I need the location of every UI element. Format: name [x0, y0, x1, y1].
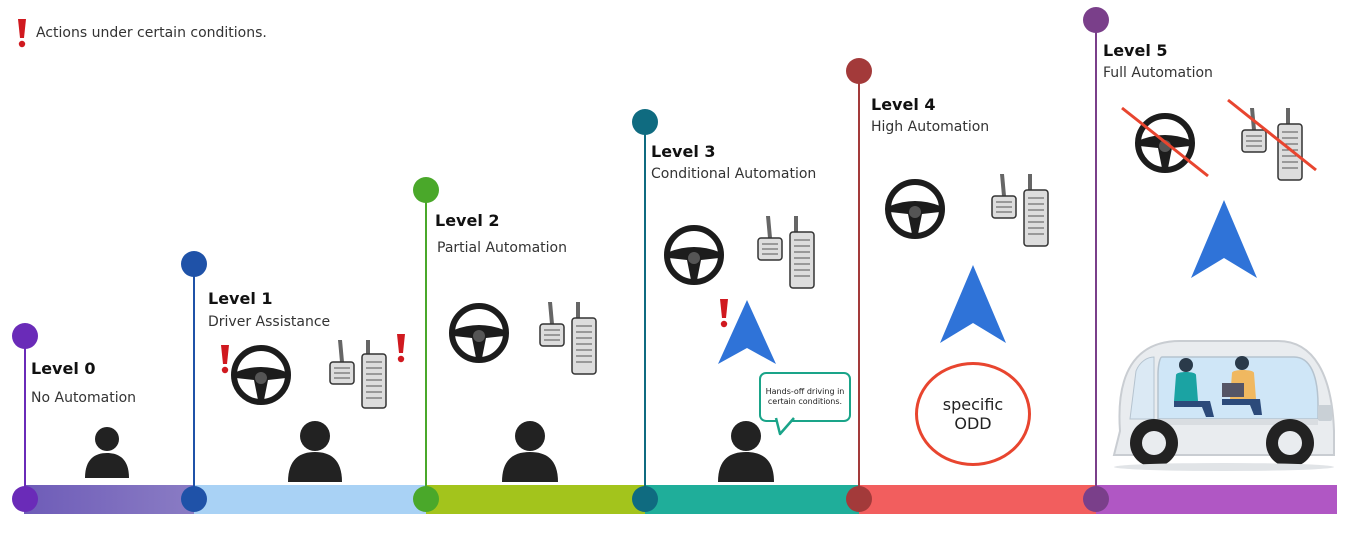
autonomous-vehicle-icon	[1112, 340, 1335, 471]
level-1-top-dot	[181, 251, 207, 277]
pedals-icon	[757, 216, 815, 289]
person-icon	[502, 421, 558, 482]
pedals-crossed-icon	[1227, 98, 1317, 181]
timeline-segment-level-3	[645, 485, 859, 514]
pedals-icon	[329, 340, 387, 409]
level-3-bottom-dot	[632, 486, 658, 512]
level-0-subtitle: No Automation	[31, 390, 137, 406]
steering-wheel-icon	[664, 225, 724, 285]
steering-wheel-icon	[231, 345, 291, 405]
bubble-tail-icon	[774, 417, 795, 436]
level-5-title: Level 5	[1103, 41, 1168, 60]
timeline-segment-level-2	[426, 485, 645, 514]
level-2-title: Level 2	[435, 211, 500, 230]
hands-off-bubble: Hands-off driving in certain conditions.	[759, 372, 851, 422]
level-2-bottom-dot	[413, 486, 439, 512]
level-4-subtitle: High Automation	[871, 119, 990, 135]
legend: Actions under certain conditions.	[16, 18, 267, 48]
level-1-title: Level 1	[208, 289, 273, 308]
timeline-segment-level-0	[24, 485, 194, 514]
level-0-title: Level 0	[31, 359, 96, 378]
level-2-subtitle: Partial Automation	[437, 240, 567, 256]
person-icon	[85, 427, 129, 478]
timeline-segment-level-4	[859, 485, 1096, 514]
level-4-line	[858, 72, 860, 499]
alert-exclamation-icon	[397, 334, 405, 363]
exclamation-icon	[18, 19, 26, 48]
level-0-line	[24, 336, 26, 499]
level-2-line	[425, 190, 427, 499]
level-5-top-dot	[1083, 7, 1109, 33]
timeline-segment-level-1	[194, 485, 426, 514]
navigation-arrow-icon	[940, 265, 1006, 343]
specific-odd-oval: specific ODD	[915, 362, 1031, 466]
timeline-segment-level-5	[1096, 485, 1337, 514]
alert-exclamation-icon	[720, 299, 728, 328]
level-4-title: Level 4	[871, 95, 936, 114]
level-5-subtitle: Full Automation	[1103, 65, 1213, 81]
steering-wheel-icon	[449, 303, 509, 363]
navigation-arrow-icon	[1191, 200, 1257, 278]
level-4-bottom-dot	[846, 486, 872, 512]
level-1-bottom-dot	[181, 486, 207, 512]
hands-off-bubble-text: Hands-off driving in certain conditions.	[765, 387, 845, 406]
alert-exclamation-icon	[221, 345, 229, 374]
steering-wheel-icon	[885, 179, 945, 239]
level-5-line	[1095, 20, 1097, 499]
legend-text: Actions under certain conditions.	[36, 25, 267, 41]
level-3-line	[644, 122, 646, 499]
level-1-subtitle: Driver Assistance	[208, 314, 331, 330]
level-5-bottom-dot	[1083, 486, 1109, 512]
level-3-top-dot	[632, 109, 658, 135]
pedals-icon	[539, 302, 597, 375]
specific-odd-text: specific ODD	[942, 395, 1004, 433]
level-4-top-dot	[846, 58, 872, 84]
navigation-arrow-icon	[718, 300, 776, 364]
level-1-line	[193, 265, 195, 499]
pedals-icon	[991, 174, 1049, 247]
person-icon	[288, 421, 342, 482]
level-3-subtitle: Conditional Automation	[651, 166, 817, 182]
steering-wheel-crossed-icon	[1121, 106, 1209, 178]
level-2-top-dot	[413, 177, 439, 203]
level-0-bottom-dot	[12, 486, 38, 512]
level-0-top-dot	[12, 323, 38, 349]
level-3-title: Level 3	[651, 142, 716, 161]
person-icon	[718, 421, 774, 482]
